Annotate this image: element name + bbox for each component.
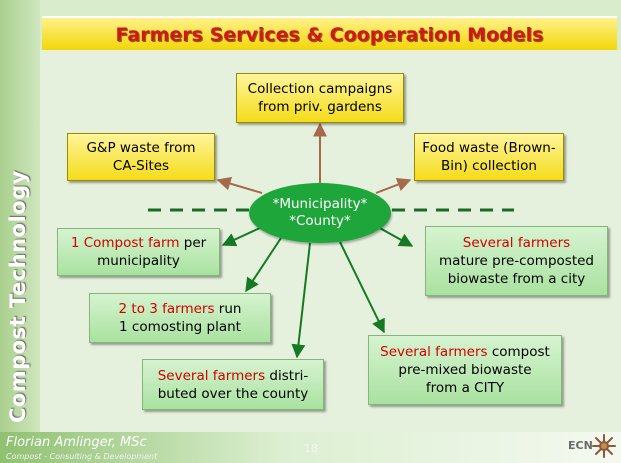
model-farmers-county-line2: buted over the county bbox=[157, 385, 309, 402]
arrow-to-gp-waste bbox=[216, 176, 263, 194]
ecn-logo-text: ECN bbox=[568, 439, 593, 452]
page-number: 18 bbox=[304, 442, 318, 455]
arrow-to-food-waste bbox=[375, 177, 412, 194]
model-farmers-county-highlight: Several farmers bbox=[157, 367, 266, 384]
model-farmers-city-mixed-highlight: Several farmers bbox=[380, 344, 488, 360]
model-farmers-plant: 2 to 3 farmers run 1 comosting plant bbox=[89, 293, 271, 343]
model-compost-farm: 1 Compost farm per municipality bbox=[57, 228, 220, 276]
model-farmers-city-mature-line2: mature pre-composted bbox=[439, 253, 594, 269]
source-food-waste-line2: Bin) collection bbox=[441, 158, 537, 174]
model-farmers-city-mixed: Several farmers compost pre-mixed biowas… bbox=[368, 335, 562, 405]
source-gp-waste-line1: G&P waste from bbox=[86, 140, 196, 156]
source-collection-campaigns-line2: from priv. gardens bbox=[258, 99, 382, 115]
model-farmers-city-mixed-line3: from a CITY bbox=[425, 380, 505, 396]
model-farmers-city-mature: Several farmers mature pre-composted bio… bbox=[425, 226, 608, 296]
source-food-waste-line1: Food waste (Brown- bbox=[422, 140, 556, 156]
slide-title: Farmers Services & Cooperation Models bbox=[115, 24, 544, 46]
source-gp-waste-line2: CA-Sites bbox=[112, 158, 170, 174]
model-farmers-plant-line1-rest: run bbox=[214, 301, 242, 317]
model-farmers-city-mixed-line1-rest: compost bbox=[487, 344, 550, 360]
model-farmers-city-mixed-line2: pre-mixed biowaste bbox=[398, 362, 532, 378]
source-food-waste: Food waste (Brown- Bin) collection bbox=[414, 133, 564, 181]
hub-line2: *County* bbox=[289, 213, 351, 229]
arrow-to-farmers-plant bbox=[245, 237, 282, 293]
model-farmers-county: Several farmers distri- buted over the c… bbox=[142, 359, 324, 410]
footer-company: Compost - Consulting & Development bbox=[6, 452, 158, 461]
model-farmers-plant-line2: 1 comosting plant bbox=[119, 319, 241, 335]
footer-author: Florian Amlinger, MSc bbox=[6, 435, 147, 450]
model-compost-farm-line1-rest: per bbox=[179, 235, 207, 251]
model-compost-farm-line2: municipality bbox=[97, 253, 180, 269]
ecn-logo-icon bbox=[592, 434, 616, 458]
model-farmers-city-mature-highlight: Several farmers bbox=[462, 235, 571, 251]
arrow-to-farmers-county bbox=[291, 242, 311, 359]
model-farmers-city-mature-line3: biowaste from a city bbox=[447, 271, 586, 287]
hub-line1: *Municipality* bbox=[272, 196, 368, 212]
model-farmers-county-line1-rest: distri- bbox=[265, 367, 309, 384]
footer: Florian Amlinger, MSc Compost - Consulti… bbox=[0, 432, 621, 463]
source-collection-campaigns: Collection campaigns from priv. gardens bbox=[236, 73, 404, 123]
arrow-to-farmers-city-mixed bbox=[339, 241, 385, 334]
model-farmers-plant-highlight: 2 to 3 farmers bbox=[118, 301, 215, 317]
arrow-to-compost-farm bbox=[221, 226, 263, 247]
title-bar: Farmers Services & Cooperation Models bbox=[42, 16, 617, 52]
model-compost-farm-highlight: 1 Compost farm bbox=[70, 235, 180, 251]
source-gp-waste: G&P waste from CA-Sites bbox=[67, 133, 215, 181]
sidebar: Compost Technology bbox=[0, 0, 40, 432]
arrow-to-farmers-city-mature bbox=[377, 226, 414, 247]
municipality-county-hub: *Municipality* *County* bbox=[249, 183, 391, 243]
source-collection-campaigns-line1: Collection campaigns bbox=[247, 81, 393, 97]
